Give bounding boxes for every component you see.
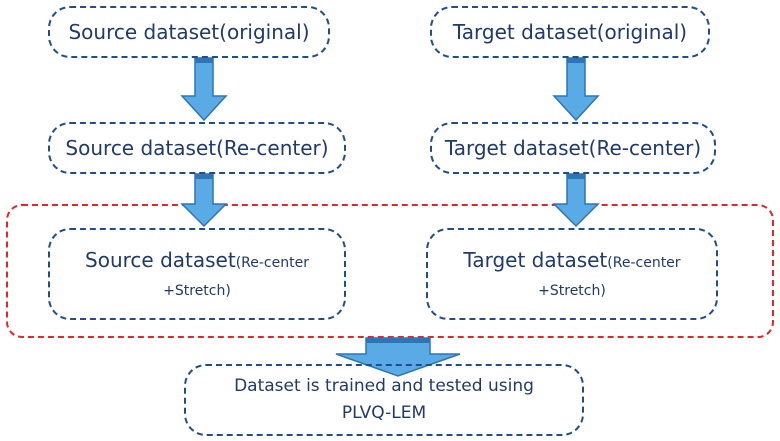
target-original-label: Target dataset(original): [452, 19, 688, 44]
source-stretch-line2: +Stretch): [163, 282, 231, 299]
source-recenter-node: Source dataset(Re-center): [48, 122, 346, 174]
target-original-node: Target dataset(original): [430, 6, 710, 58]
arrow-target-recenter-to-stretch-cap: [567, 174, 585, 179]
target-stretch-line1: Target dataset(Re-center: [463, 248, 680, 273]
source-stretch-main: Source dataset: [85, 247, 236, 272]
source-stretch-suffix: (Re-center: [235, 254, 309, 271]
arrow-target-original-to-recenter-cap: [567, 58, 585, 63]
target-stretch-line2: +Stretch): [538, 282, 606, 299]
arrow-source-original-to-recenter: [180, 57, 228, 122]
arrow-source-original-to-recenter-cap: [195, 58, 213, 63]
source-recenter-label: Source dataset(Re-center): [65, 135, 329, 160]
arrow-source-recenter-to-stretch: [180, 173, 228, 228]
source-stretch-line1: Source dataset(Re-center: [85, 248, 309, 273]
arrow-group-to-final-cap: [366, 338, 430, 343]
final-node: Dataset is trained and tested using PLVQ…: [184, 364, 584, 436]
arrow-source-recenter-to-stretch-cap: [195, 174, 213, 179]
stretch-stage-group: [6, 204, 774, 338]
target-stretch-main: Target dataset: [463, 247, 608, 272]
target-stretch-node: Target dataset(Re-center +Stretch): [426, 228, 718, 320]
source-original-node: Source dataset(original): [48, 6, 330, 58]
arrow-target-original-to-recenter: [552, 57, 600, 122]
target-stretch-suffix: (Re-center: [607, 254, 681, 271]
source-stretch-node: Source dataset(Re-center +Stretch): [48, 228, 346, 320]
final-line2: PLVQ-LEM: [341, 403, 427, 423]
source-original-label: Source dataset(original): [68, 19, 310, 44]
arrow-target-recenter-to-stretch: [552, 173, 600, 228]
final-line1: Dataset is trained and tested using: [234, 375, 534, 396]
target-recenter-label: Target dataset(Re-center): [444, 135, 702, 160]
target-recenter-node: Target dataset(Re-center): [430, 122, 716, 174]
